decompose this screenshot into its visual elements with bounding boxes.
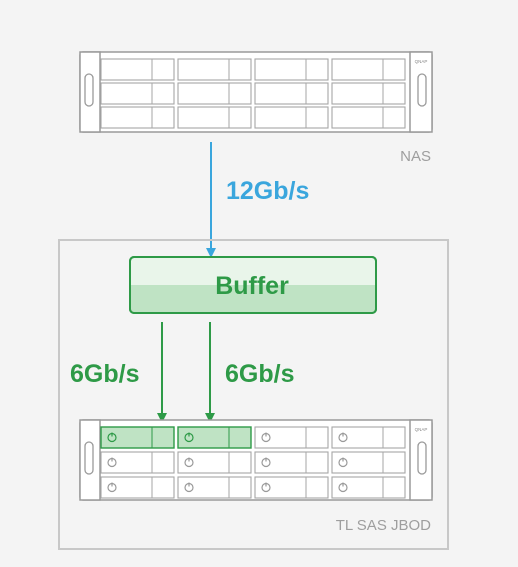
nas-label: NAS: [400, 148, 431, 165]
jbod-drive-tray: [254, 476, 329, 499]
jbod-drive-bay: [254, 476, 329, 499]
buffer-label: Buffer: [215, 272, 289, 300]
nas-drive-bay: [254, 82, 329, 105]
jbod-brand-logo: QNAP: [415, 427, 428, 432]
jbod-drive-bay: [100, 451, 175, 474]
nas-drive-bay: [254, 58, 329, 81]
jbod-drive-tray: [100, 451, 175, 474]
jbod-right-handle: [417, 441, 427, 475]
nas-drive-tray: [331, 82, 406, 105]
drive-1-link-speed-label: 6Gb/s: [70, 360, 139, 388]
jbod-drive-bay: [331, 451, 406, 474]
jbod-drive-bay: [331, 426, 406, 449]
nas-drive-bay: [100, 58, 175, 81]
jbod-drive-bay: [100, 476, 175, 499]
jbod-chassis: QNAP: [79, 419, 433, 501]
jbod-left-handle: [84, 441, 94, 475]
nas-drive-bay: [331, 106, 406, 129]
nas-drive-tray: [177, 82, 252, 105]
nas-drive-tray: [331, 58, 406, 81]
jbod-drive-tray: [177, 451, 252, 474]
nas-drive-tray: [254, 82, 329, 105]
nas-chassis: QNAP: [79, 51, 433, 133]
nas-drive-tray: [331, 106, 406, 129]
jbod-drive-bays: [100, 426, 406, 499]
nas-drive-bay: [177, 58, 252, 81]
nas-drive-bay: [177, 106, 252, 129]
jbod-drive-bay: [254, 426, 329, 449]
nas-drive-tray: [177, 106, 252, 129]
jbod-left-ear: [79, 419, 101, 501]
nas-drive-tray: [100, 106, 175, 129]
buffer-fill-level: [131, 285, 375, 312]
jbod-drive-tray: [331, 451, 406, 474]
jbod-drive-bay: [177, 451, 252, 474]
jbod-drive-tray: [331, 426, 406, 449]
nas-brand-logo: QNAP: [415, 59, 428, 64]
drive-2-link-speed-label: 6Gb/s: [225, 360, 294, 388]
nas-drive-bay: [331, 58, 406, 81]
jbod-drive-tray: [331, 476, 406, 499]
jbod-drive-tray: [177, 426, 252, 449]
nas-drive-bays: [100, 58, 406, 129]
jbod-drive-bay: [254, 451, 329, 474]
jbod-drive-tray: [177, 476, 252, 499]
jbod-drive-bay: [331, 476, 406, 499]
jbod-drive-bay: [177, 476, 252, 499]
jbod-drive-bay: [177, 426, 252, 449]
nas-right-ear: [409, 51, 433, 133]
jbod-drive-tray: [254, 426, 329, 449]
nas-drive-tray: [254, 58, 329, 81]
nas-drive-bay: [331, 82, 406, 105]
jbod-right-ear: [409, 419, 433, 501]
nas-left-handle: [84, 73, 94, 107]
nas-link-speed-label: 12Gb/s: [226, 177, 309, 205]
nas-drive-bay: [100, 82, 175, 105]
jbod-label: TL SAS JBOD: [336, 517, 431, 534]
nas-drive-bay: [177, 82, 252, 105]
nas-drive-tray: [177, 58, 252, 81]
nas-left-ear: [79, 51, 101, 133]
buffer-box-border: [129, 256, 377, 314]
nas-drive-bay: [254, 106, 329, 129]
nas-drive-tray: [254, 106, 329, 129]
nas-drive-bay: [100, 106, 175, 129]
buffer-box: Buffer: [129, 256, 377, 314]
jbod-enclosure: [58, 239, 449, 550]
nas-drive-tray: [100, 58, 175, 81]
jbod-drive-tray: [100, 426, 175, 449]
nas-drive-tray: [100, 82, 175, 105]
jbod-drive-tray: [254, 451, 329, 474]
jbod-drive-tray: [100, 476, 175, 499]
jbod-drive-bay: [100, 426, 175, 449]
nas-right-handle: [417, 73, 427, 107]
